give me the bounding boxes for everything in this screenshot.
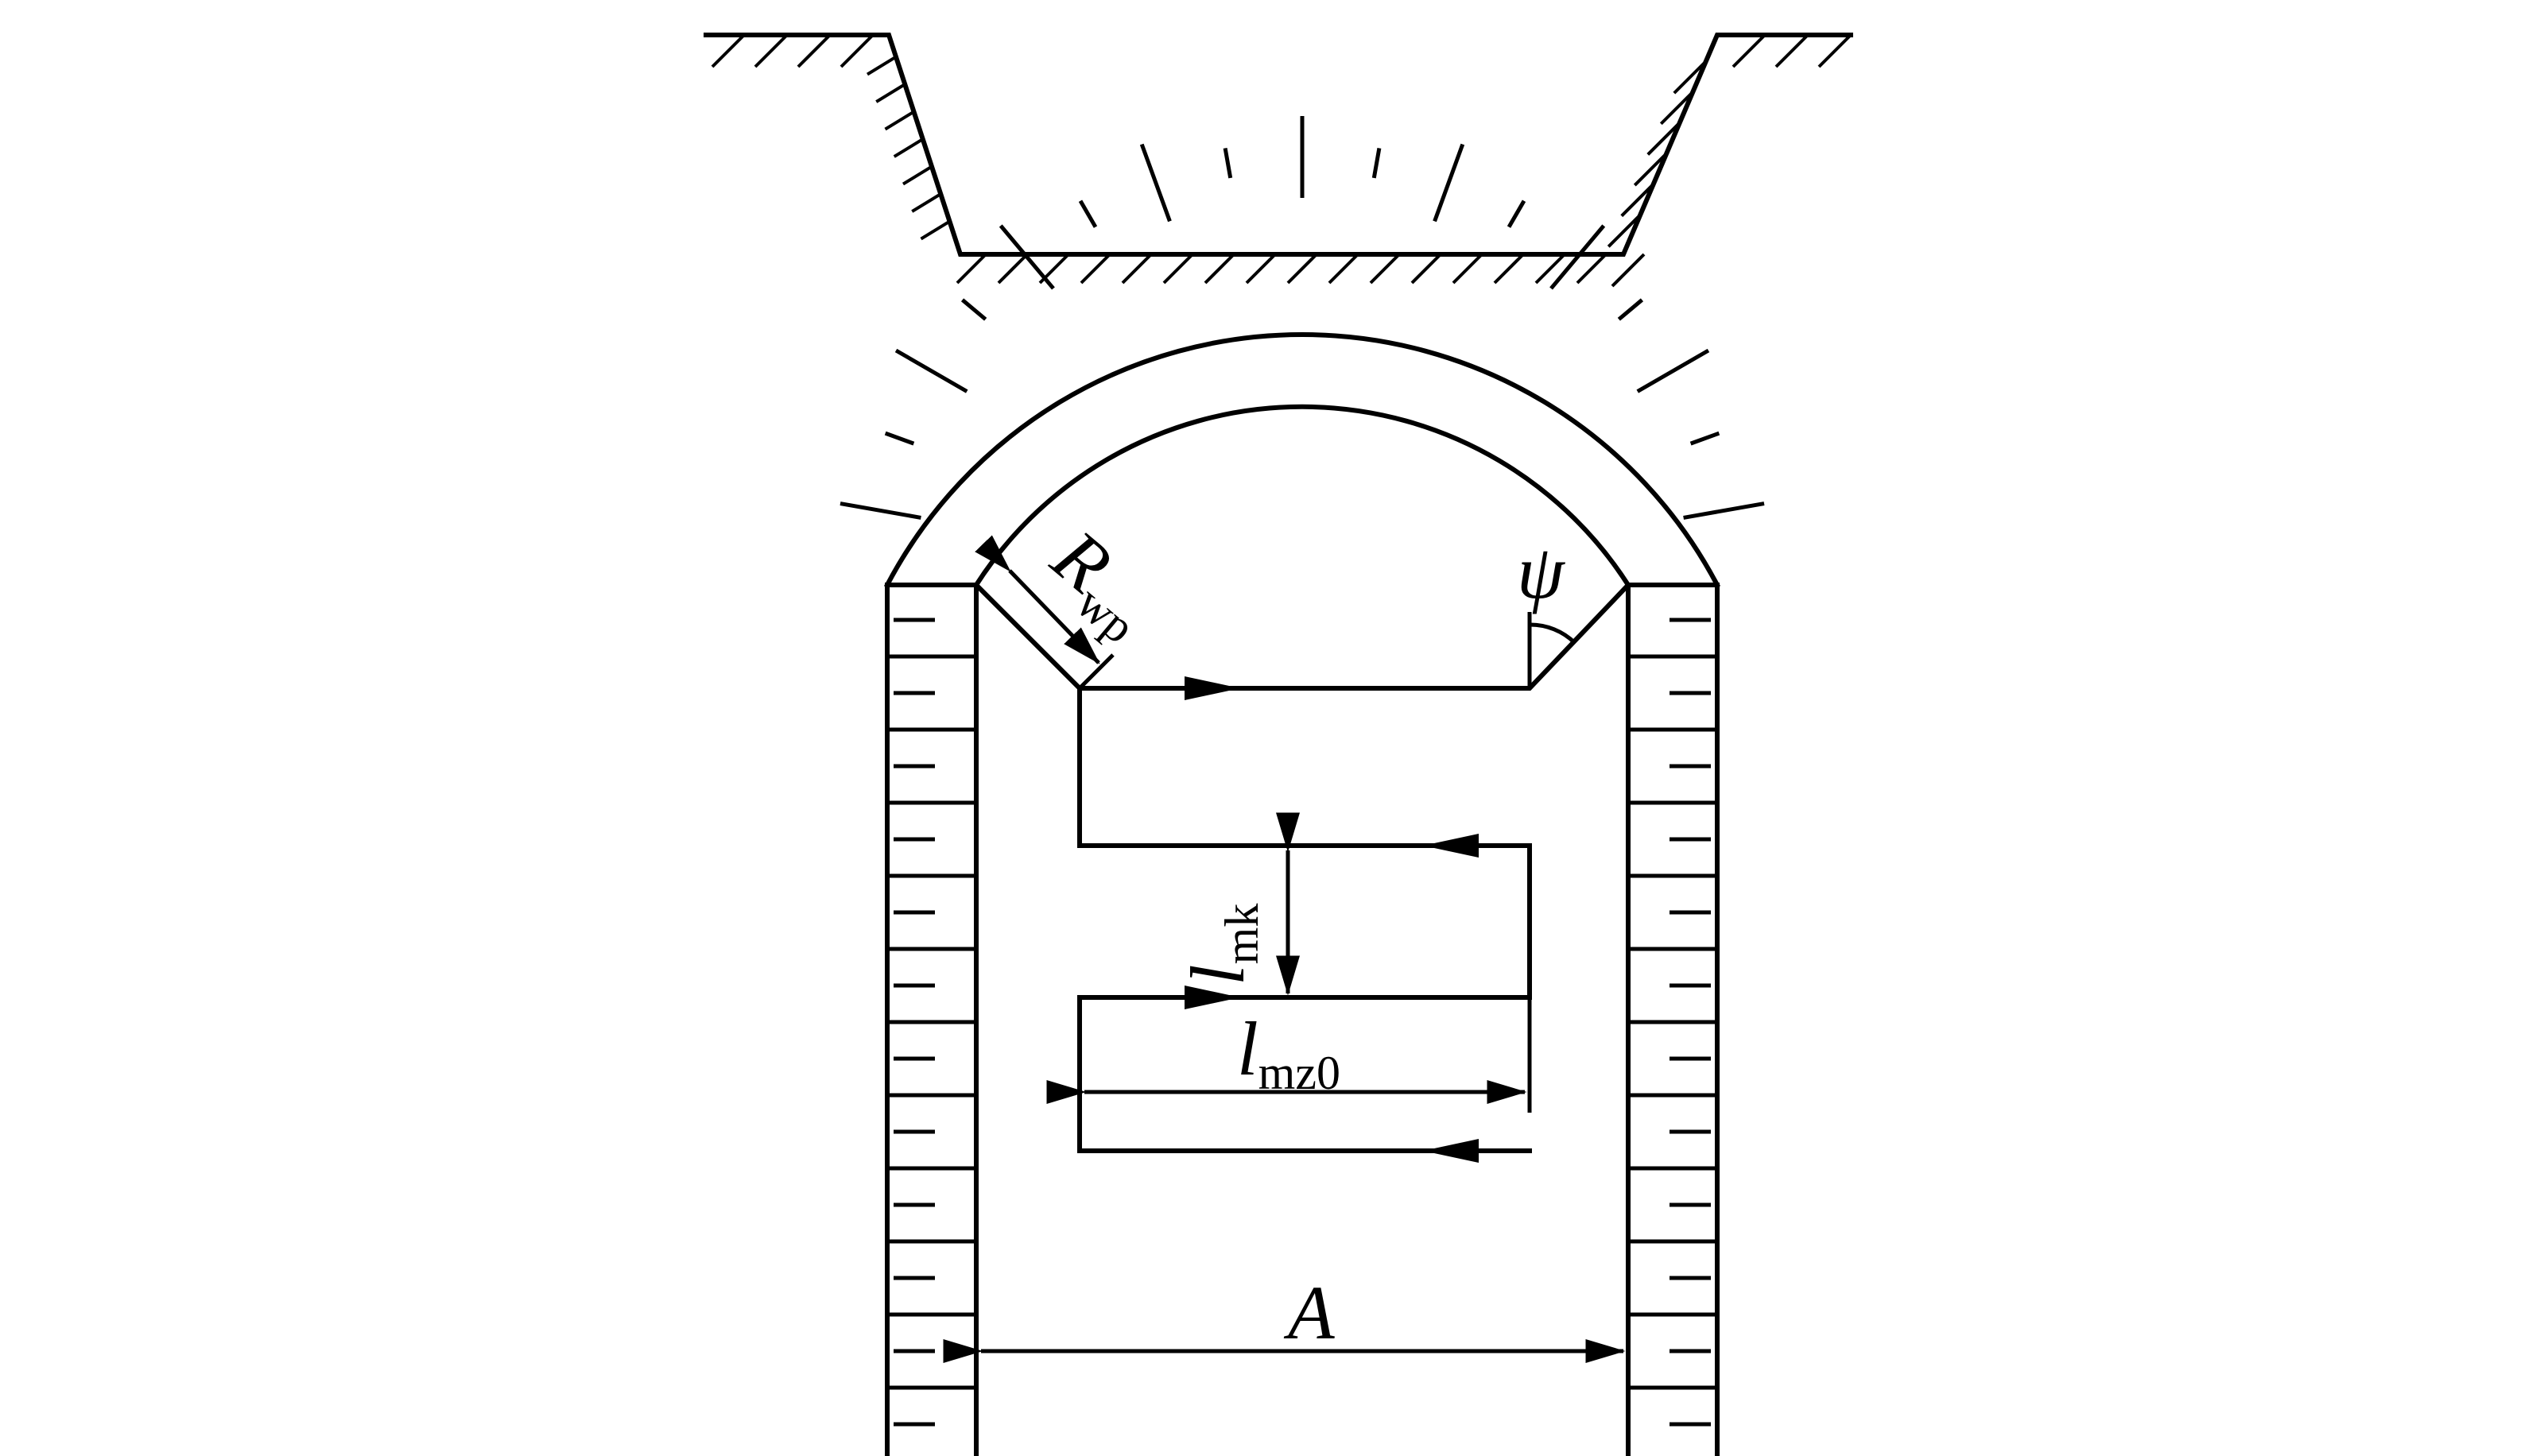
dimension-l-mk: lmk	[1175, 812, 1300, 996]
arch-lining	[840, 116, 1765, 589]
ground-hatch	[1576, 253, 1607, 285]
ground-hatch	[1369, 253, 1401, 285]
masonry-joint	[1636, 348, 1710, 393]
ground-hatch	[1204, 253, 1235, 285]
masonry-joint	[1139, 143, 1172, 223]
masonry-joint	[960, 298, 987, 321]
left-wall	[885, 583, 979, 1456]
ground-hatch	[1162, 253, 1194, 285]
ground-hatch	[1620, 183, 1655, 218]
ground-hatch	[875, 83, 906, 103]
arrowhead	[1185, 986, 1240, 1009]
ground-hatch	[884, 110, 915, 131]
ground-hatch	[1080, 253, 1111, 285]
trench-outline	[704, 33, 1853, 257]
masonry-joint	[884, 431, 915, 446]
dimension-a: A	[943, 1270, 1626, 1363]
ground-hatch	[920, 219, 951, 241]
ground-hatch	[1245, 253, 1277, 285]
masonry-joint	[1549, 224, 1606, 290]
ground-hatch	[754, 33, 789, 68]
ground-hatch	[1611, 253, 1646, 288]
masonry-joint	[1683, 501, 1765, 520]
masonry-joint	[1507, 199, 1526, 228]
ground-hatch	[1534, 253, 1566, 285]
masonry-joint	[1433, 143, 1465, 223]
dimension-r-wp: Rwp	[975, 513, 1172, 690]
a-label: A	[1283, 1270, 1335, 1355]
ground-hatch-group	[711, 33, 1852, 288]
dimension-l-mz0: lmz0	[1046, 997, 1532, 1113]
masonry-joint	[1617, 298, 1644, 321]
r-wp-label: Rwp	[1030, 513, 1172, 653]
l-mz0-label: lmz0	[1237, 1006, 1340, 1099]
arrowhead	[1423, 1139, 1479, 1163]
masonry-joint	[840, 501, 921, 520]
ground-hatch	[1673, 60, 1708, 95]
ground-hatch	[840, 33, 874, 68]
ground-hatch	[1452, 253, 1483, 285]
ground-hatch	[902, 165, 933, 186]
masonry-joint	[1078, 199, 1098, 228]
ground-hatch	[1328, 253, 1359, 285]
r-wp-dimension-line	[975, 535, 1100, 664]
ground-hatch	[1121, 253, 1153, 285]
ground-hatch	[1732, 33, 1766, 68]
masonry-joint	[1689, 431, 1720, 446]
ground-hatch	[1633, 152, 1668, 187]
arch-outer-edge	[883, 331, 1721, 589]
ground-hatch	[1493, 253, 1525, 285]
ground-hatch	[911, 192, 942, 213]
ground-hatch	[956, 253, 987, 285]
ground-hatch	[1646, 121, 1681, 156]
ground-hatch	[866, 55, 898, 76]
ground-hatch	[711, 33, 746, 68]
ground-hatch	[797, 33, 832, 68]
flow-arrow-group	[1185, 676, 1479, 1163]
masonry-joint	[999, 224, 1055, 290]
ground-hatch	[1659, 91, 1694, 126]
masonry-joint	[1371, 148, 1382, 179]
left-wall-joints	[887, 618, 976, 1427]
ground-hatch	[893, 137, 924, 158]
masonry-joint	[1223, 148, 1233, 179]
right-wall-joints	[1628, 618, 1717, 1427]
ground-hatch	[997, 253, 1029, 285]
right-wall	[1626, 583, 1720, 1456]
ground-surface	[704, 33, 1853, 288]
ground-hatch	[1410, 253, 1442, 285]
arch-joint-group	[840, 116, 1765, 520]
ground-hatch	[1286, 253, 1318, 285]
r-wp-extension-line	[1078, 653, 1115, 690]
ground-hatch	[1774, 33, 1809, 68]
arrowhead	[1423, 834, 1479, 858]
psi-label: ψ	[1517, 529, 1565, 614]
arch-inner-edge	[972, 404, 1632, 589]
l-mk-label: lmk	[1175, 904, 1268, 986]
ground-hatch	[1817, 33, 1852, 68]
masonry-joint	[894, 348, 968, 393]
angle-psi: ψ	[1517, 529, 1576, 688]
ground-hatch	[1607, 213, 1642, 248]
arrowhead	[1185, 676, 1240, 700]
psi-arc	[1529, 622, 1576, 645]
